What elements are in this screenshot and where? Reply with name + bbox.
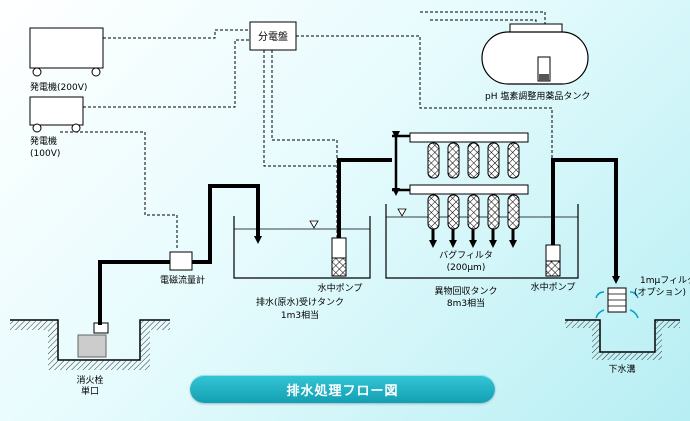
- filter-outlet-arrows: [429, 229, 517, 248]
- distribution-board-label: 分電盤: [258, 30, 288, 43]
- micro-filter: 1mμフィルタ (オプション): [595, 275, 690, 319]
- chemical-tank-label: pH 塩素調整用薬品タンク: [485, 90, 590, 102]
- diagram-title: 排水処理フロー図: [190, 375, 495, 403]
- flowmeter-label: 電磁流量計: [160, 274, 205, 286]
- bag-filter-rack: [392, 131, 529, 248]
- pump-left: 水中ポンプ: [318, 237, 363, 294]
- bag-filter-label: バグフィルタ: [439, 249, 493, 261]
- micro-filter-label-2: (オプション): [634, 287, 686, 298]
- hydrant-label-2: 単口: [81, 385, 99, 397]
- upper-filter-bags: [427, 142, 520, 179]
- micro-filter-label: 1mμフィルタ: [640, 275, 690, 286]
- flowmeter: 電磁流量計: [160, 251, 205, 286]
- hydrant-pit: 消火栓 単口: [10, 319, 170, 397]
- generator-100v-label: 発電機: [30, 135, 57, 147]
- recovery-tank-label-2: 8m3相当: [447, 297, 485, 309]
- distribution-board: 分電盤: [249, 21, 297, 51]
- sewer-label: 下水溝: [608, 363, 635, 375]
- recovery-tank: バグフィルタ (200μm) 異物回収タンク 8m3相当: [385, 204, 579, 309]
- hydrant-label: 消火栓: [76, 374, 103, 386]
- receiving-tank-label: 排水(原水)受けタンク: [256, 296, 344, 308]
- pump-left-label: 水中ポンプ: [318, 282, 363, 294]
- pump-right: 水中ポンプ: [531, 244, 576, 293]
- sewer-pit: 下水溝: [565, 319, 680, 375]
- pump-right-label: 水中ポンプ: [531, 281, 576, 293]
- recovery-tank-label: 異物回収タンク: [434, 285, 497, 297]
- generator-100v-label-2: (100V): [30, 149, 60, 159]
- receiving-tank: 排水(原水)受けタンク 1m3相当: [233, 216, 371, 321]
- generator-100v: 発電機 (100V): [29, 96, 84, 159]
- lower-filter-bags: [427, 194, 520, 230]
- main-pipes: [98, 158, 620, 325]
- receiving-tank-label-2: 1m3相当: [281, 309, 319, 321]
- generator-200v-label: 発電機(200V): [30, 81, 87, 93]
- chemical-tank: pH 塩素調整用薬品タンク: [481, 23, 590, 102]
- bag-filter-label-2: (200μm): [447, 263, 486, 273]
- generator-200v: 発電機(200V): [29, 27, 104, 93]
